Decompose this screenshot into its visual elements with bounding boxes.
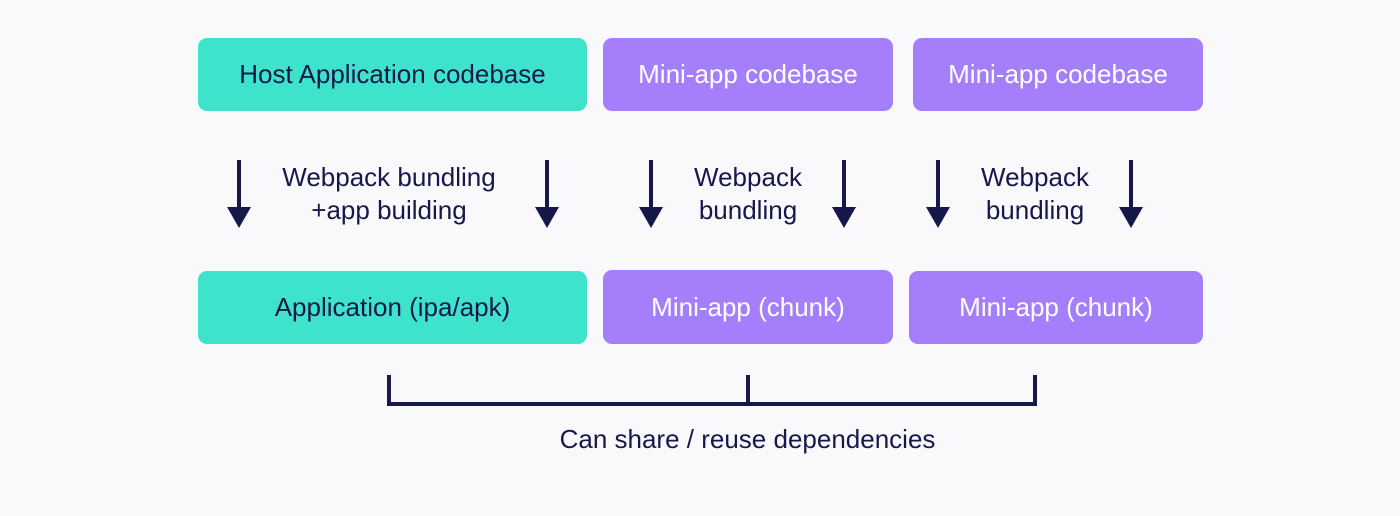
mini-step-2-line-2: bundling — [985, 195, 1085, 225]
mini-chunk-label-1: Mini-app (chunk) — [651, 291, 845, 322]
arrow-down-icon — [639, 160, 663, 228]
mini-step-label-2: Webpack bundling — [959, 161, 1111, 227]
mini-codebase-box-2: Mini-app codebase — [913, 38, 1203, 111]
host-step-line-2: +app building — [311, 195, 467, 225]
mini-step-1-line-1: Webpack — [694, 162, 802, 192]
arrow-down-icon — [926, 160, 950, 228]
mini-codebase-label-1: Mini-app codebase — [638, 59, 858, 89]
dependency-caption: Can share / reuse dependencies — [559, 424, 936, 454]
host-codebase-label: Host Application codebase — [239, 59, 546, 89]
host-application-label: Application (ipa/apk) — [274, 292, 511, 322]
host-codebase-box: Host Application codebase — [198, 38, 587, 111]
mini-codebase-label-2: Mini-app codebase — [948, 59, 1168, 89]
dependency-bracket — [387, 375, 1037, 406]
mini-codebase-box-1: Mini-app codebase — [603, 38, 893, 111]
arrow-down-icon — [1119, 160, 1143, 228]
mini-chunk-box-1: Mini-app (chunk) — [603, 270, 893, 344]
mini-step-2-line-1: Webpack — [981, 162, 1089, 192]
mini-step-1-line-2: bundling — [698, 195, 798, 225]
mini-chunk-box-2: Mini-app (chunk) — [909, 271, 1203, 344]
mini-chunk-label-2: Mini-app (chunk) — [959, 292, 1153, 322]
host-step-label: Webpack bundling +app building — [258, 161, 520, 227]
host-step-line-1: Webpack bundling — [282, 162, 496, 192]
arrow-down-icon — [535, 160, 559, 228]
arrow-down-icon — [832, 160, 856, 228]
host-application-box: Application (ipa/apk) — [198, 271, 587, 344]
arrow-down-icon — [227, 160, 251, 228]
mini-step-label-1: Webpack bundling — [672, 161, 824, 227]
